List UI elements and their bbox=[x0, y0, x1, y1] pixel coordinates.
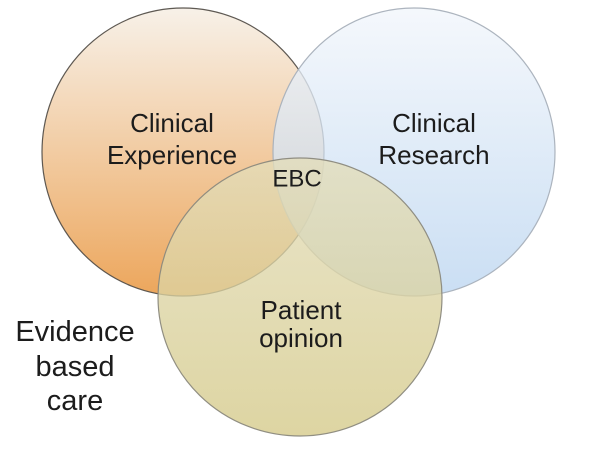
clinical-experience-label-line2: Experience bbox=[107, 140, 237, 170]
caption-line3: care bbox=[47, 385, 103, 417]
caption-line1: Evidence bbox=[15, 316, 134, 348]
clinical-research-label-line2: Research bbox=[378, 140, 489, 170]
clinical-research-label-line1: Clinical bbox=[392, 108, 476, 138]
clinical-experience-label-line1: Clinical bbox=[130, 108, 214, 138]
caption-line2: based bbox=[35, 351, 114, 383]
ebc-center-label: EBC bbox=[272, 166, 321, 193]
circle-patient-opinion bbox=[157, 157, 443, 437]
patient-opinion-label-line2: opinion bbox=[259, 323, 343, 353]
patient-opinion-label-line1: Patient bbox=[261, 295, 343, 325]
